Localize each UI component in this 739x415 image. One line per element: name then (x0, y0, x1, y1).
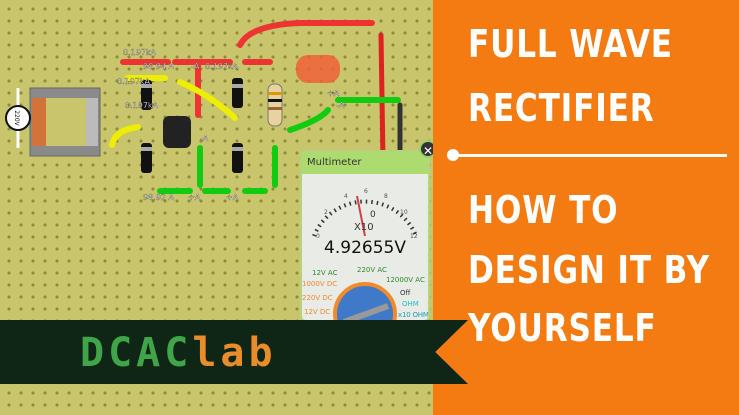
ac-source[interactable]: 220V (5, 88, 31, 148)
wire-yellow (177, 79, 238, 121)
scale-tick: 0 (316, 233, 320, 240)
current-label: 0.197kA (125, 101, 159, 110)
transformer[interactable] (29, 87, 101, 157)
title-panel: FULL WAVE RECTIFIER HOW TO DESIGN IT BY … (433, 0, 739, 415)
range-label: Off (400, 289, 411, 297)
multimeter-window[interactable]: Multimeter 0 2 4 6 8 10 12 0 X10 12V AC … (300, 150, 430, 322)
range-label: 1000V DC (302, 280, 337, 288)
scale-tick: 6 (364, 188, 368, 195)
scale-tick: 10 (400, 209, 408, 216)
current-label: 0.197kA (117, 77, 151, 86)
title-line: YOURSELF (468, 306, 657, 350)
wire-green (157, 145, 278, 194)
diode[interactable] (141, 143, 152, 173)
scale-tick: 4 (344, 193, 348, 200)
title-line: HOW TO (468, 188, 619, 232)
range-label: 220V DC (302, 294, 333, 302)
current-label: 0.197kA (205, 62, 239, 71)
multimeter-dial: 0 2 4 6 8 10 12 0 X10 12V AC 220V AC 120… (302, 188, 428, 320)
range-label: 12V DC (304, 308, 330, 316)
diode[interactable] (232, 78, 243, 108)
current-label: +A (188, 193, 201, 202)
current-label: -A (191, 62, 200, 71)
diode[interactable] (232, 143, 243, 173)
title-line: DESIGN IT BY (468, 248, 710, 292)
title-line: RECTIFIER (468, 86, 655, 130)
current-label: 98.94 A (143, 62, 174, 71)
multimeter-reading: 4.92655V (324, 238, 406, 258)
capacitor[interactable] (163, 116, 191, 148)
title-line: FULL WAVE (468, 22, 673, 66)
range-label: x10 OHM (398, 311, 428, 319)
range-label: OHM (402, 300, 419, 308)
diode[interactable] (141, 80, 152, 110)
scale-tick: 12 (410, 233, 418, 240)
range-label: 220V AC (357, 266, 387, 274)
multimeter-title: Multimeter (302, 152, 428, 174)
circuit-diagram: 220V 0.197kA 98.94 A 0.197kA 0.197kA -A … (5, 20, 403, 202)
scale-tick: 2 (324, 209, 328, 216)
current-label: +A (327, 89, 340, 98)
source-label: 220V (13, 110, 20, 126)
separator-line (453, 154, 727, 157)
logo-banner (0, 320, 468, 384)
logo-part1: DCAC (80, 330, 193, 376)
current-label: -A (336, 101, 345, 110)
range-label: 12V AC (312, 269, 338, 277)
needle (356, 195, 366, 237)
current-label: +A (226, 193, 239, 202)
wire-green (287, 107, 331, 133)
wire-yellow (109, 124, 141, 148)
multiplier-label: X10 (354, 222, 374, 233)
resistor[interactable] (267, 83, 283, 127)
led[interactable] (296, 55, 340, 83)
scale-tick: 8 (384, 193, 388, 200)
wire-red (237, 20, 375, 48)
logo-part2: lab (192, 330, 277, 376)
zero-label: 0 (370, 210, 376, 220)
current-label: -A (200, 134, 209, 143)
current-label: 0.197kA (123, 48, 157, 57)
dcaclab-logo: DCAClab (80, 331, 277, 375)
range-label: 12000V AC (386, 276, 425, 284)
current-label: 98.92 A (143, 193, 174, 202)
